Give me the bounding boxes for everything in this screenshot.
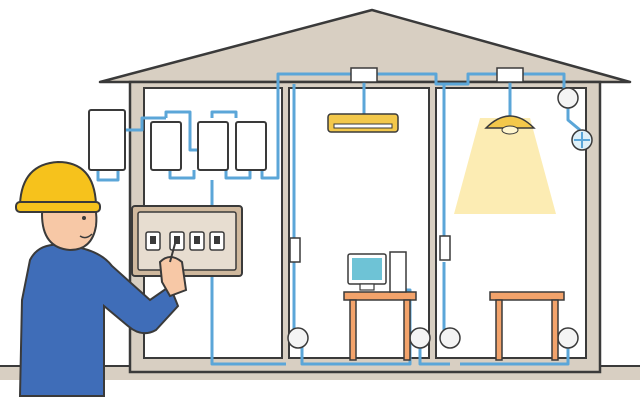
electrical-wiring (96, 72, 581, 366)
outlet-2[interactable] (409, 327, 431, 349)
desktop-computer-icon[interactable] (347, 251, 407, 293)
breaker-box-1 (150, 121, 182, 171)
wall-switch-2[interactable] (439, 235, 451, 261)
breaker-box-2 (197, 121, 229, 171)
junction-box-2 (496, 67, 524, 83)
junction-box-1 (350, 67, 378, 83)
breaker-switch-icon[interactable] (169, 231, 185, 251)
breaker-switch-icon[interactable] (145, 231, 161, 251)
ceiling-lamp-icon[interactable] (454, 115, 556, 214)
outdoor-meter-box (88, 109, 126, 171)
outlets (287, 87, 579, 349)
breaker-switch-icon[interactable] (189, 231, 205, 251)
table-right (489, 291, 565, 361)
breaker-box-3 (235, 121, 267, 171)
outlet-4[interactable] (557, 327, 579, 349)
fan-icon[interactable] (571, 129, 593, 151)
outlet-5[interactable] (557, 87, 579, 109)
desk-with-computer (343, 251, 417, 361)
distribution-board[interactable] (131, 205, 243, 277)
breaker-switch-icon[interactable] (209, 231, 225, 251)
outlet-1[interactable] (287, 327, 309, 349)
air-conditioner-icon[interactable] (327, 113, 399, 133)
electrician-worker-icon (15, 160, 188, 397)
meter-boxes (88, 109, 267, 171)
wall-switch-1[interactable] (289, 237, 301, 263)
outlet-3[interactable] (439, 327, 461, 349)
